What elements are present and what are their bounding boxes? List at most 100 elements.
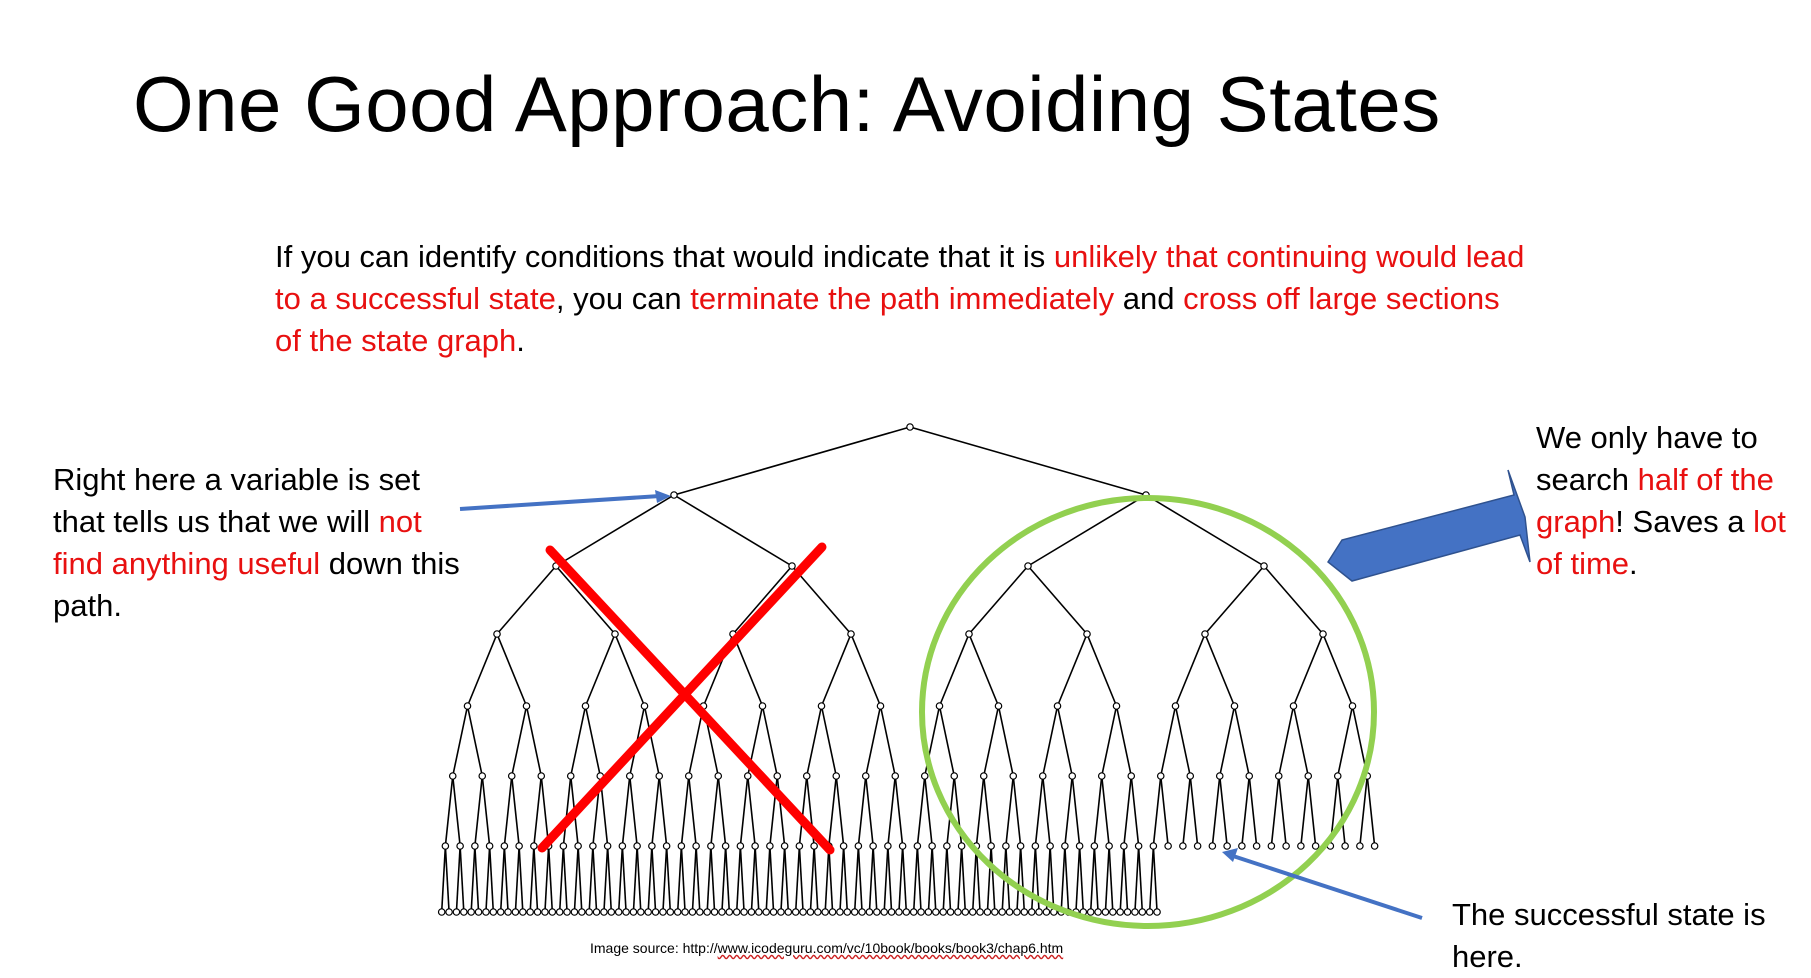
tree-edge	[687, 775, 697, 847]
tree-edge	[1012, 775, 1022, 847]
tree-node	[1282, 842, 1290, 850]
tree-edge	[1174, 705, 1192, 777]
tree-edge	[680, 845, 686, 913]
tree-edge	[706, 845, 712, 913]
tree-edge	[1056, 633, 1088, 707]
tree-edge	[1086, 633, 1118, 707]
tree-edge	[828, 845, 834, 913]
tree-edge	[1123, 775, 1133, 847]
tree-edge	[569, 705, 587, 777]
tree-node	[548, 908, 557, 916]
slide-title: One Good Approach: Avoiding States	[133, 60, 1441, 148]
right-note-emphasis-2: lot of time	[1536, 504, 1786, 581]
tree-edge	[444, 775, 454, 847]
tree-edge	[1336, 775, 1346, 847]
tree-edge	[783, 845, 790, 913]
tree-edge	[514, 845, 520, 913]
tree-node	[496, 908, 505, 916]
tree-edge	[651, 845, 657, 913]
tree-node	[740, 908, 748, 916]
tree-node	[832, 772, 841, 780]
tree-edge	[1049, 845, 1055, 913]
tree-edge	[474, 845, 480, 913]
tree-node	[880, 908, 888, 916]
tree-edge	[1108, 845, 1114, 913]
tree-node	[806, 908, 815, 916]
tree-edge	[451, 705, 469, 777]
tree-edge	[968, 633, 1000, 707]
tree-edge	[857, 775, 867, 847]
tree-node	[1274, 772, 1283, 780]
tree-node	[622, 908, 630, 916]
blue-line-arrow-to-node	[459, 490, 671, 511]
tree-edge	[968, 565, 1029, 635]
tree-edge	[533, 845, 539, 913]
tree-edge	[923, 775, 933, 847]
tree-edge	[662, 845, 668, 913]
tree-node	[648, 842, 656, 850]
tree-edge	[691, 845, 697, 913]
tree-node	[873, 908, 881, 916]
tree-node	[541, 908, 549, 916]
tree-edge	[1148, 845, 1155, 913]
right-note-text-3: .	[1629, 546, 1638, 581]
tree-node	[1138, 908, 1147, 916]
tree-node	[452, 908, 461, 916]
tree-node	[1149, 842, 1158, 850]
intro-paragraph: If you can identify conditions that woul…	[275, 236, 1525, 362]
tree-node	[1179, 842, 1187, 850]
tree-node	[821, 908, 829, 916]
tree-node	[755, 908, 763, 916]
tree-edge	[573, 845, 579, 913]
tree-edge	[813, 845, 819, 913]
tree-node	[1289, 702, 1298, 710]
tree-edge	[938, 705, 956, 777]
tree-edge	[1322, 633, 1354, 707]
tree-edge	[455, 845, 461, 913]
tree-node	[887, 908, 896, 916]
tree-node	[780, 842, 789, 850]
tree-edge	[665, 845, 672, 913]
tree-node	[1075, 842, 1084, 850]
tree-edge	[466, 633, 498, 707]
tree-edge	[466, 705, 484, 777]
caption-link[interactable]: www.icodeguru.com/vc/10book/books/book3/…	[717, 940, 1064, 956]
tree-node	[710, 908, 719, 916]
tree-edge	[1277, 775, 1287, 847]
tree-edge	[1152, 845, 1158, 913]
tree-edge	[1218, 705, 1236, 777]
tree-edge	[451, 775, 461, 847]
tree-node	[578, 908, 586, 916]
tree-node	[1053, 702, 1062, 710]
tree-node	[592, 908, 601, 916]
tree-edge	[1336, 705, 1354, 777]
tree-edge	[1159, 775, 1169, 847]
left-note-text-2: down this path.	[53, 546, 460, 623]
tree-node	[725, 908, 734, 916]
tree-edge	[912, 845, 919, 913]
tree-edge	[798, 775, 808, 847]
tree-node	[843, 908, 852, 916]
tree-node	[902, 908, 911, 916]
tree-edge	[1075, 845, 1081, 913]
tree-node	[747, 908, 756, 916]
tree-node	[814, 908, 822, 916]
tree-edge	[518, 845, 524, 913]
tree-edge	[673, 494, 793, 567]
tree-node	[913, 842, 922, 850]
tree-node	[1245, 772, 1254, 780]
tree-node	[1031, 842, 1040, 850]
tree-node	[917, 908, 925, 916]
tree-node	[644, 908, 652, 916]
tree-node	[773, 772, 782, 780]
tree-edge	[1137, 845, 1144, 913]
tree-node	[976, 908, 984, 916]
tree-node	[1083, 630, 1091, 638]
tree-node	[1131, 908, 1139, 916]
tree-node	[1223, 842, 1231, 850]
tree-edge	[617, 845, 624, 913]
tree-node	[839, 842, 848, 850]
tree-edge	[1064, 845, 1070, 913]
tree-edge	[864, 705, 882, 777]
tree-node	[854, 842, 863, 850]
